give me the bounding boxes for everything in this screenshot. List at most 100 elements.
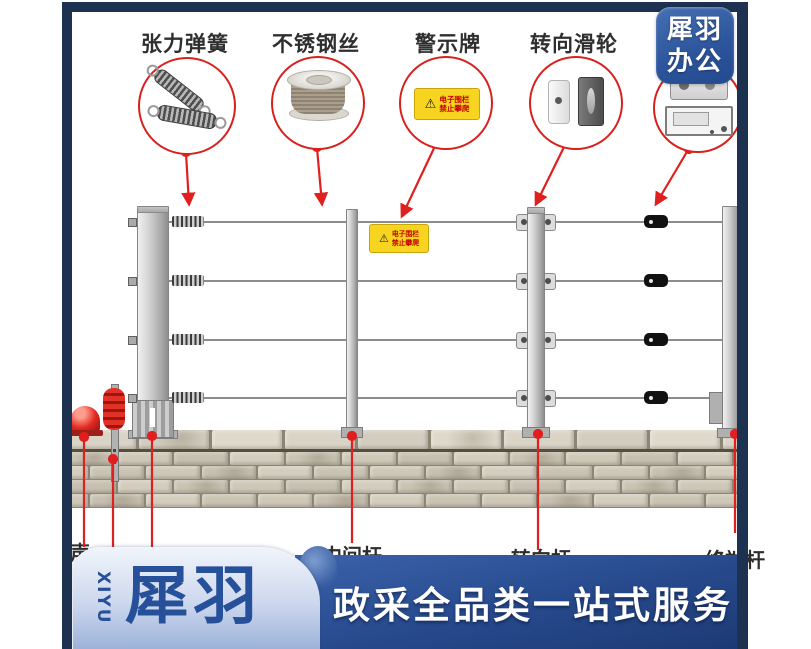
wire-tensioner: [644, 333, 668, 346]
callout-circle-warning-sign: ⚠ 电子围栏 禁止攀爬: [399, 56, 493, 150]
wall-brick: [230, 452, 284, 465]
callout-circle-wire-spool: [271, 56, 365, 150]
legend-label-warning-sign: 警示牌: [415, 32, 481, 56]
warning-sign-line2: 禁止攀爬: [439, 104, 470, 113]
wall-brick: [370, 466, 424, 479]
wall-brick: [314, 466, 368, 479]
wire-spool-icon: [306, 75, 332, 85]
alarm-beacon-base: [67, 430, 103, 436]
banner-brand-ribbon: XIYU 犀羽: [73, 547, 320, 649]
callout-circle-tension-spring: [138, 57, 236, 155]
fence-wire-2: [167, 280, 723, 282]
brick-wall: [72, 430, 737, 508]
fence-wire-4: [167, 397, 723, 399]
warning-sign-line2: 禁止攀爬: [391, 238, 420, 247]
wall-brick: [482, 466, 536, 479]
arrester-coil-icon: [103, 388, 125, 430]
wall-brick: [678, 452, 732, 465]
fence-wire-1: [167, 221, 723, 223]
warning-triangle-icon: ⚠: [424, 96, 437, 112]
tension-post: [137, 206, 169, 438]
middle-post-foot: [341, 427, 363, 438]
corner-post-foot: [522, 427, 550, 438]
wall-brick: [510, 480, 564, 493]
legend-label-tension-spring: 张力弹簧: [141, 32, 229, 56]
fence-device-icon: [665, 106, 733, 136]
warning-sign-icon: ⚠ 电子围栏 禁止攀爬: [414, 88, 480, 120]
wall-brick: [90, 494, 144, 507]
post-bolt: [128, 218, 137, 227]
wall-brick: [398, 452, 452, 465]
end-post-bracket: [709, 392, 723, 424]
wall-brick: [72, 466, 88, 479]
tension-post-base: [132, 400, 174, 438]
corner-post: [527, 207, 545, 438]
wall-brick: [426, 494, 480, 507]
wall-brick: [454, 480, 508, 493]
wall-brick: [342, 452, 396, 465]
wire-tensioner: [644, 274, 668, 287]
warning-triangle-icon: ⚠: [378, 232, 389, 245]
post-cap: [138, 207, 168, 213]
wire-tensioner: [644, 391, 668, 404]
wall-brick: [258, 466, 312, 479]
wall-brick: [482, 494, 536, 507]
post-bolt: [128, 277, 137, 286]
legend-label-wire: 不锈钢丝: [272, 32, 360, 56]
pulley-box-icon: [578, 77, 604, 126]
wall-brick: [72, 494, 88, 507]
post-bolt: [128, 336, 137, 345]
frame-top-border: [62, 2, 748, 12]
wall-brick: [706, 494, 737, 507]
wire-tensioner: [644, 215, 668, 228]
banner-slogan-band: 政采全品类一站式服务: [295, 555, 737, 649]
wall-brick: [370, 494, 424, 507]
wall-brick: [118, 480, 172, 493]
wall-brick: [285, 430, 355, 449]
wall-brick: [342, 480, 396, 493]
wall-brick: [706, 466, 737, 479]
wall-brick: [118, 452, 172, 465]
callout-circle-pulley: [529, 56, 623, 150]
brand-badge-line1: 犀羽: [666, 14, 723, 45]
wall-brick-row: [72, 452, 737, 465]
wall-brick: [146, 466, 200, 479]
wall-brick: [286, 480, 340, 493]
wall-brick: [202, 494, 256, 507]
wall-brick: [454, 452, 508, 465]
wall-brick: [431, 430, 501, 449]
wall-brick: [358, 430, 428, 449]
fence-wire-3: [167, 339, 723, 341]
wire-spring-3: [172, 334, 204, 345]
wall-brick: [538, 466, 592, 479]
wall-brick: [678, 480, 732, 493]
wall-coping-shadow: [72, 449, 737, 452]
middle-post: [346, 209, 358, 438]
post-bolt: [128, 394, 137, 403]
wall-brick: [622, 452, 676, 465]
wall-brick: [286, 452, 340, 465]
wall-brick: [650, 494, 704, 507]
frame-right-border: [737, 2, 748, 649]
wall-brick: [174, 480, 228, 493]
legend-label-pulley: 转向滑轮: [530, 32, 618, 56]
wall-brick: [650, 466, 704, 479]
wall-brick: [314, 494, 368, 507]
wire-spring-2: [172, 275, 204, 286]
wire-spring-1: [172, 216, 204, 227]
fence-warning-sign: ⚠ 电子围栏 禁止攀爬: [369, 224, 429, 253]
wall-brick: [566, 452, 620, 465]
wall-brick: [622, 480, 676, 493]
wall-brick: [426, 466, 480, 479]
wall-brick: [594, 494, 648, 507]
wall-brick: [577, 430, 647, 449]
brand-badge: 犀羽 办公: [656, 7, 734, 84]
warning-sign-line1: 电子围栏: [391, 230, 420, 239]
alarm-beacon-icon: [70, 406, 100, 432]
warning-sign-line1: 电子围栏: [439, 95, 470, 104]
arrester-rod: [111, 384, 119, 482]
banner-brand: 犀羽: [125, 560, 261, 634]
banner-slogan: 政采全品类一站式服务: [333, 584, 733, 627]
wall-brick: [174, 452, 228, 465]
